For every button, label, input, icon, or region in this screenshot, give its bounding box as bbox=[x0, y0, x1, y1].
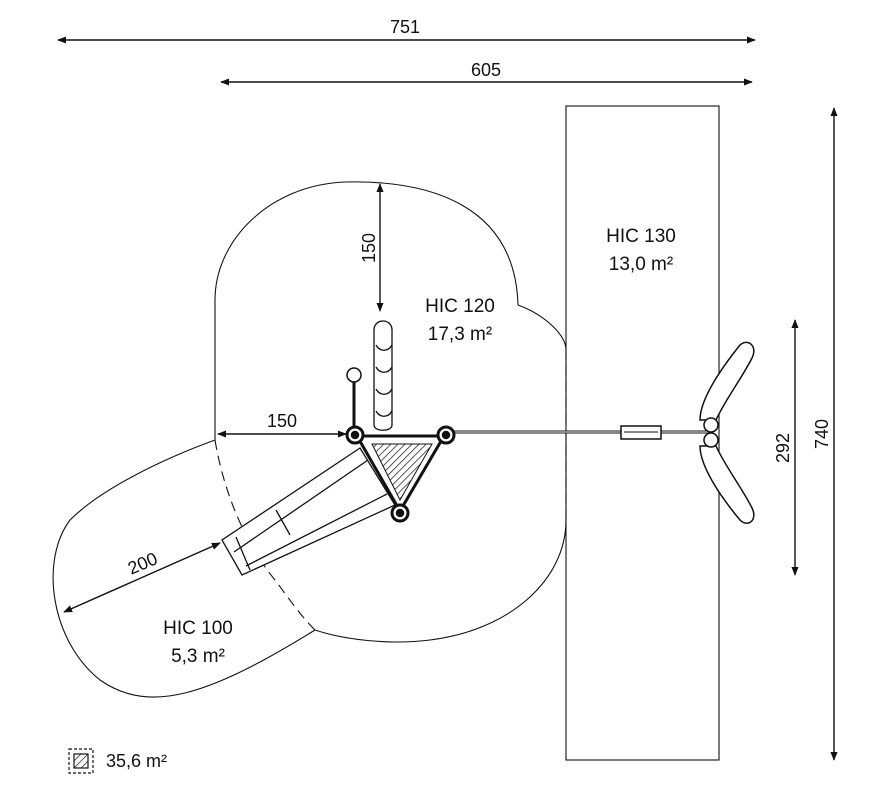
swing-beam bbox=[450, 425, 712, 440]
safety-zone-hic100 bbox=[52, 439, 316, 698]
climbing-ladder bbox=[373, 320, 393, 431]
dim-slide-clearance: 200 bbox=[125, 548, 160, 578]
zone-hic120-area: 17,3 m² bbox=[428, 324, 492, 345]
zone-hic130-area: 13,0 m² bbox=[609, 254, 673, 275]
dim-left-clearance: 150 bbox=[267, 411, 297, 431]
slide bbox=[221, 447, 396, 576]
dim-swing-zone-width: 605 bbox=[471, 60, 501, 80]
zone-hic100-area: 5,3 m² bbox=[171, 646, 225, 667]
pole-post bbox=[346, 367, 362, 426]
dim-swing-seat-span: 292 bbox=[773, 433, 793, 463]
hatched-square-icon bbox=[68, 748, 94, 774]
zone-hic100-name: HIC 100 bbox=[163, 618, 233, 639]
dim-upper-clearance: 150 bbox=[359, 233, 379, 263]
legend-total-area: 35,6 m² bbox=[106, 751, 167, 771]
play-tower-platform bbox=[354, 434, 447, 514]
swing-a-frame bbox=[699, 341, 755, 524]
dim-overall-width: 751 bbox=[390, 17, 420, 37]
zone-hic130-name: HIC 130 bbox=[606, 226, 676, 247]
tower-posts bbox=[345, 425, 456, 523]
dim-overall-depth: 740 bbox=[812, 419, 832, 449]
dim-line-slide-clearance bbox=[63, 542, 221, 613]
zone-hic120-name: HIC 120 bbox=[425, 296, 495, 317]
